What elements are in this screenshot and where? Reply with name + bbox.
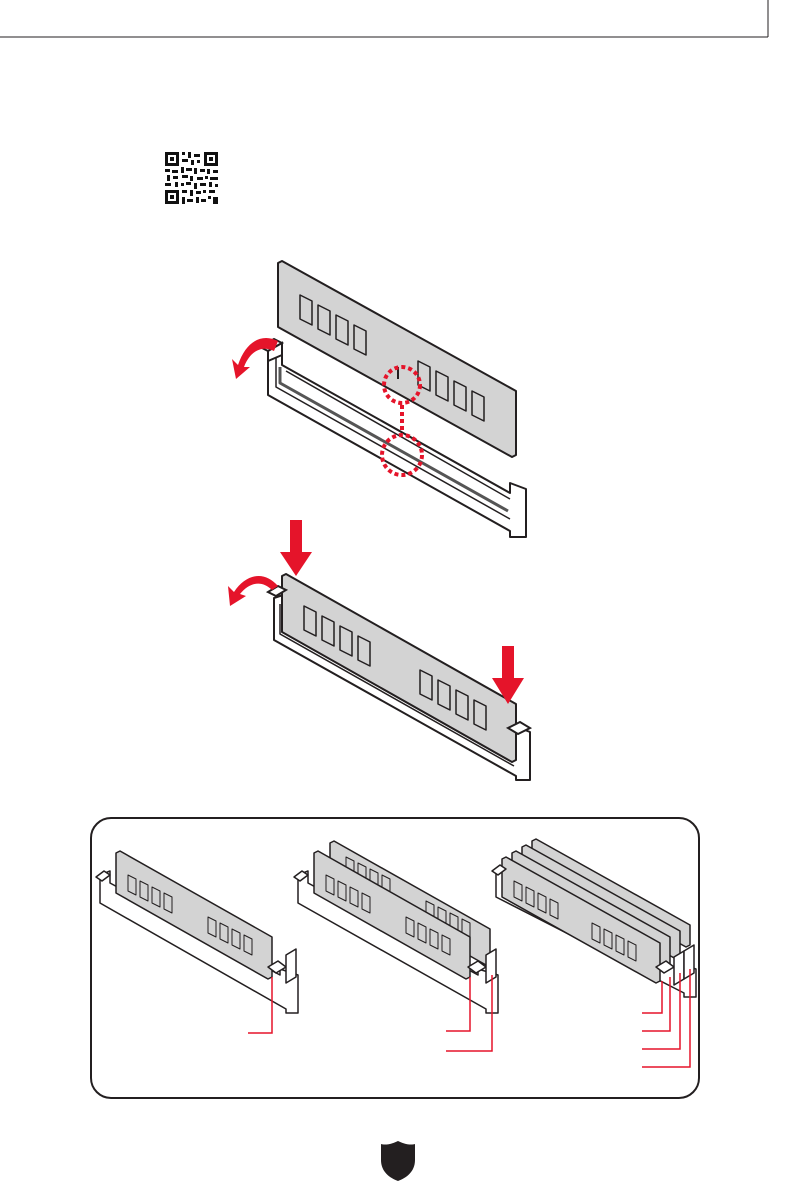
memory-module [278, 261, 516, 457]
memory-insert-figure [220, 510, 550, 790]
memory-configuration-panel [90, 817, 700, 1099]
qr-code-icon [163, 150, 220, 206]
memory-module [282, 574, 516, 762]
brand-shield-icon [380, 1140, 416, 1182]
memory-align-figure [220, 255, 550, 545]
push-down-arrow-icon [280, 520, 312, 576]
